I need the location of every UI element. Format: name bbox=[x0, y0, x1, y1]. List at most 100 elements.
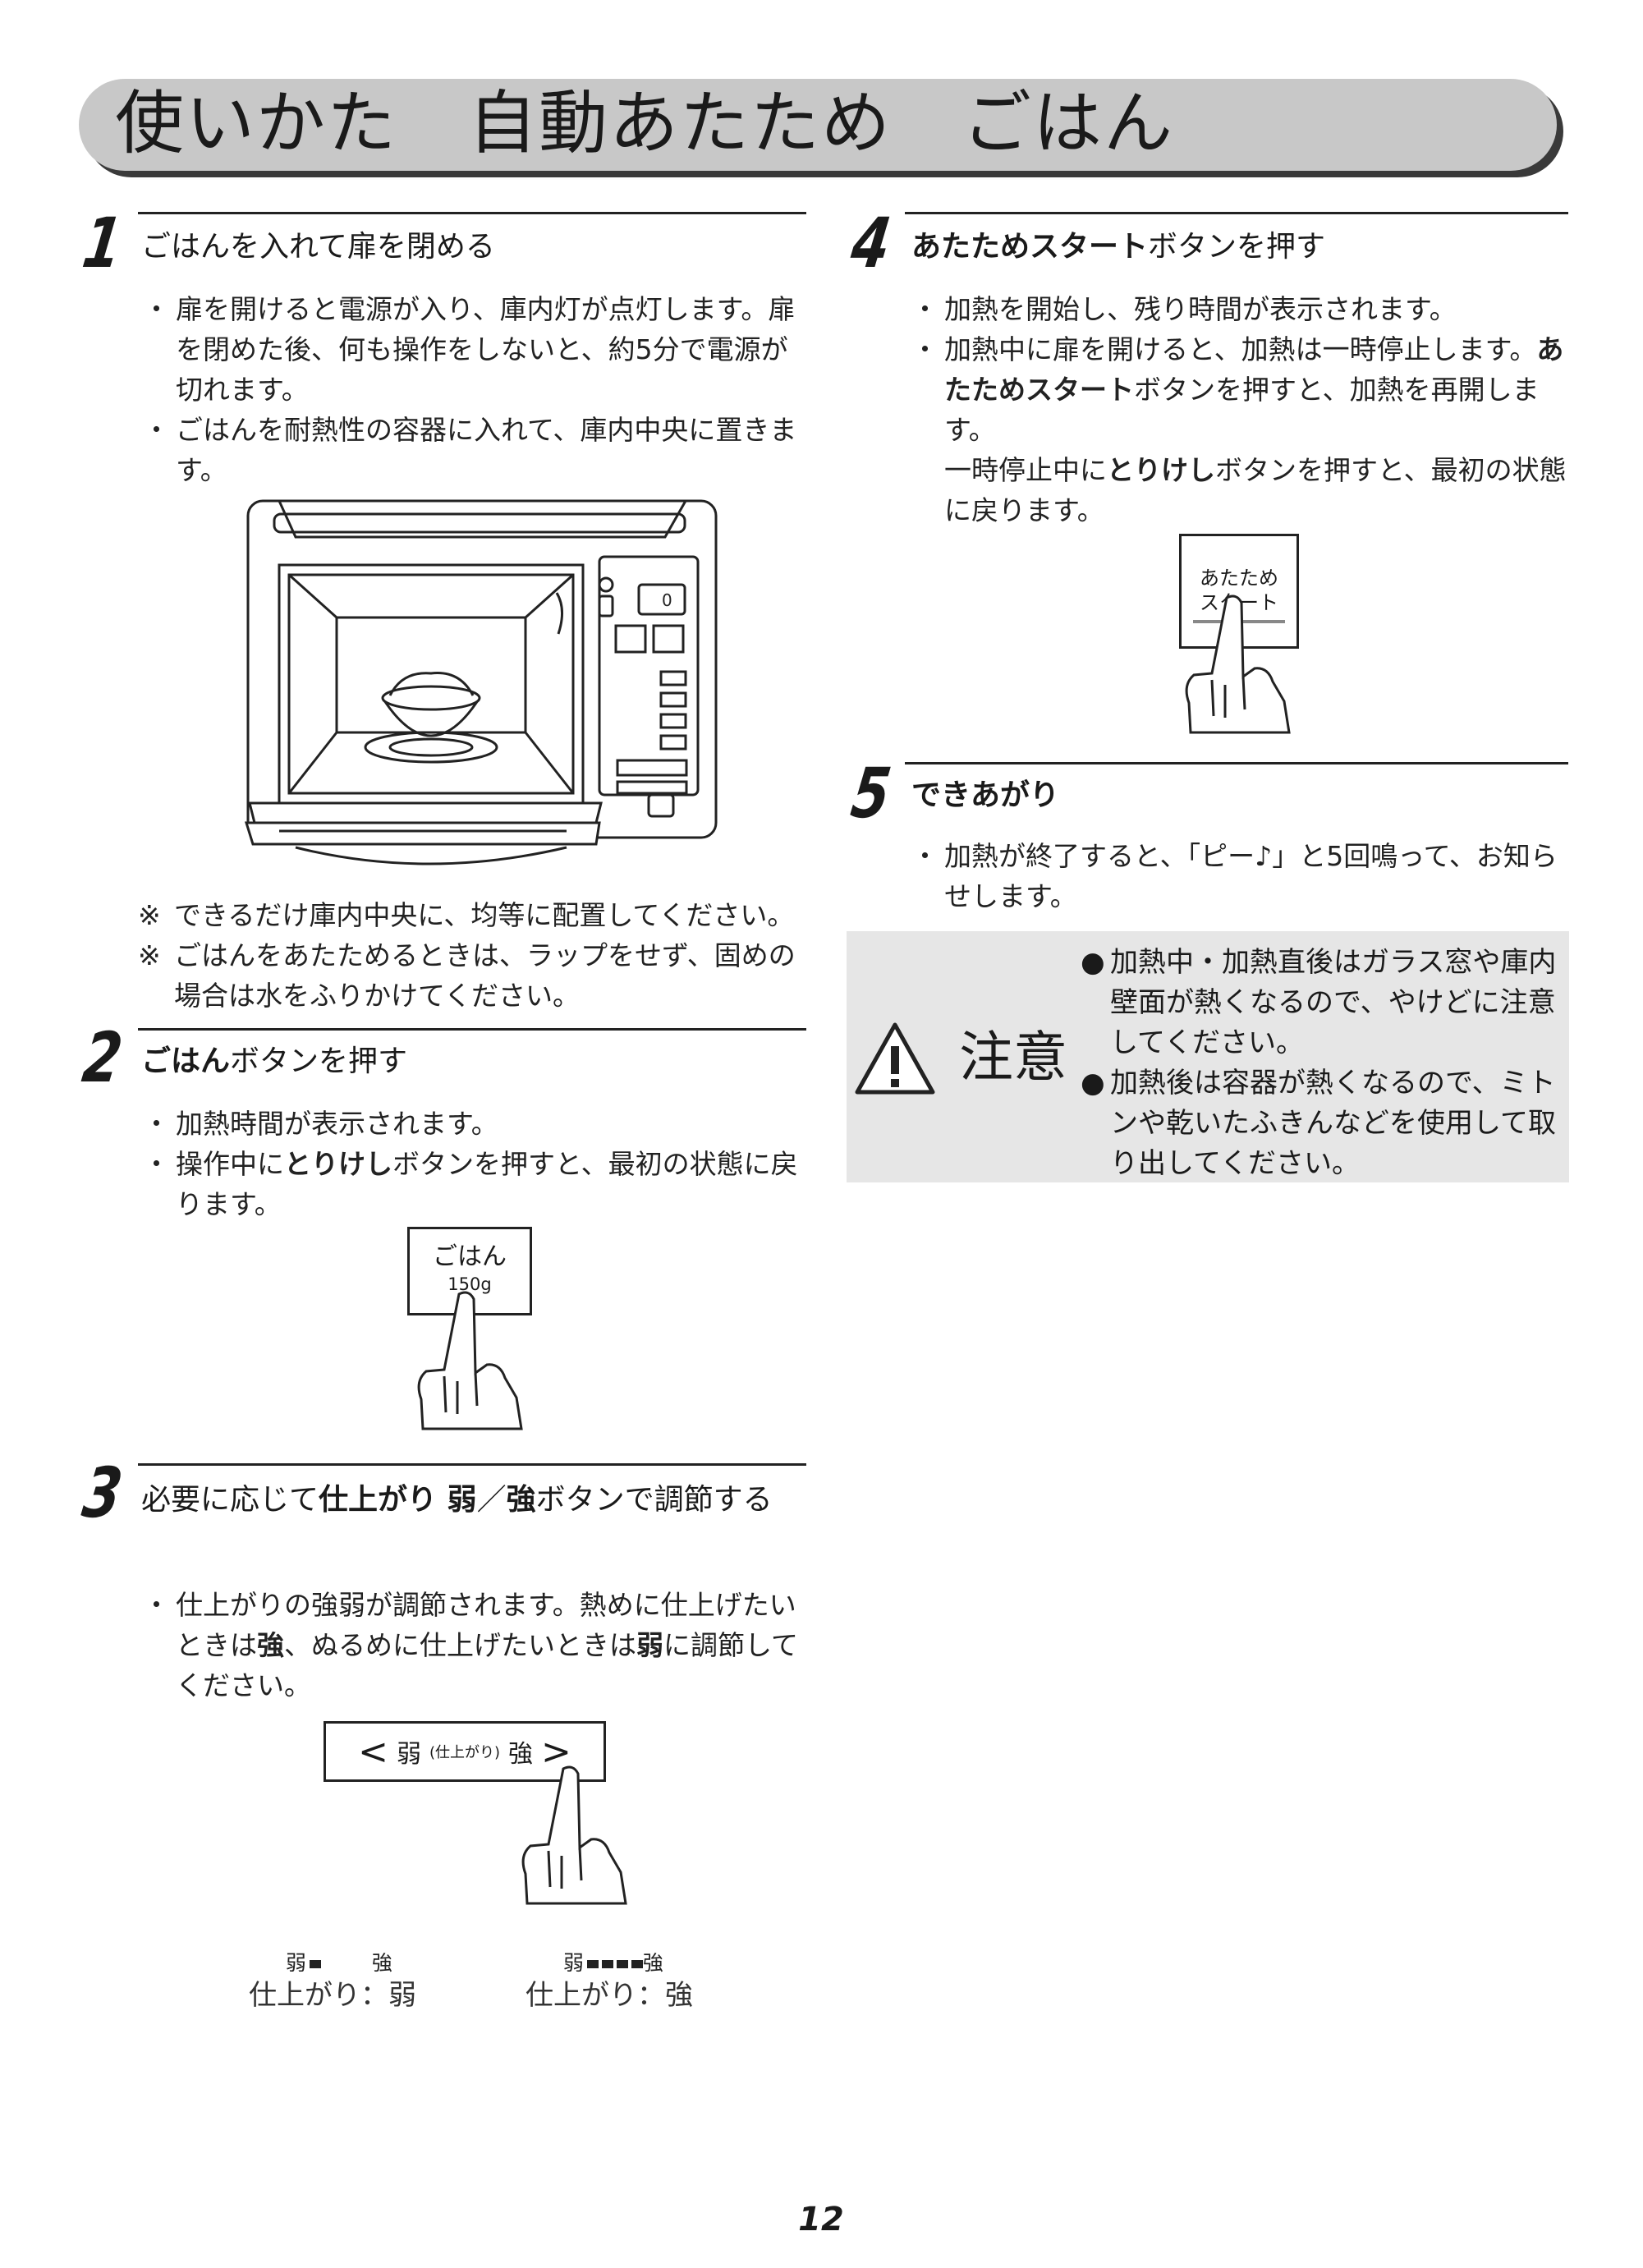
note-item: ●加熱中・加熱直後はガラス窓や庫内壁面が熱くなるので、やけどに注意してください。 bbox=[1081, 943, 1561, 1063]
step-5-rule bbox=[905, 762, 1568, 764]
step-2-rule bbox=[138, 1028, 806, 1031]
bold-text: 仕上がり 弱 bbox=[319, 1483, 477, 1517]
bullet-item: 扉を開けると電源が入り、庫内灯が点灯します。扉を閉めた後、何も操作をしないと、約… bbox=[143, 289, 808, 410]
step-1-number: 1 bbox=[78, 203, 127, 283]
note-item: ※ ごはんをあたためるときは、ラップをせず、固めの場合は水をふりかけてください。 bbox=[138, 935, 811, 1016]
text-run: ボタンを押すと、最初の状態に戻ります。 bbox=[944, 454, 1567, 526]
level-bar bbox=[309, 1960, 321, 1968]
microwave-illustration: 0 bbox=[244, 499, 718, 865]
text-run: に調節してください。 bbox=[176, 1629, 799, 1701]
text-run: 操作中に bbox=[176, 1148, 284, 1180]
finish-adjust-button[interactable]: < 弱 (仕上がり) 強 > bbox=[324, 1721, 606, 1782]
bold-text: とりけし bbox=[1107, 454, 1215, 486]
finish-label: (仕上がり) bbox=[429, 1744, 501, 1761]
step-4-bullet-list: 加熱を開始し、残り時間が表示されます。加熱中に扉を開けると、加熱は一時停止します… bbox=[911, 289, 1572, 450]
step-2-bullets: 加熱時間が表示されます。操作中にとりけしボタンを押すと、最初の状態に戻ります。 bbox=[143, 1104, 808, 1224]
note-mark: ※ bbox=[138, 939, 161, 971]
step-5-number: 5 bbox=[847, 753, 896, 833]
step-1-rule bbox=[138, 212, 806, 214]
step-4-extra: 一時停止中にとりけしボタンを押すと、最初の状態に戻ります。 bbox=[915, 450, 1572, 530]
page-number: 12 bbox=[798, 2201, 844, 2238]
bullet-item: 加熱を開始し、残り時間が表示されます。 bbox=[911, 289, 1572, 329]
bold-text: とりけし bbox=[284, 1148, 392, 1180]
step-4-title: あたためスタートボタンを押す bbox=[911, 225, 1568, 269]
level-strong-caption: 仕上がり：強 bbox=[525, 1979, 693, 2012]
level-strong-strong: 強 bbox=[642, 1951, 663, 1975]
bold-text: 強 bbox=[257, 1629, 284, 1661]
level-weak-indicator: 弱強 bbox=[273, 1923, 412, 1976]
gohan-button-weight: 150g bbox=[447, 1274, 492, 1294]
caution-items: ●加熱中・加熱直後はガラス窓や庫内壁面が熱くなるので、やけどに注意してください。… bbox=[1081, 943, 1561, 1184]
level-bar bbox=[601, 1960, 613, 1968]
bullet-item: 加熱が終了すると、「ピー♪」と5回鳴って、お知らせします。 bbox=[911, 836, 1572, 916]
level-weak-caption: 仕上がり：弱 bbox=[249, 1979, 416, 2012]
finger-pointing-icon-3 bbox=[1185, 595, 1291, 734]
level-weak-weak: 弱 bbox=[285, 1951, 306, 1975]
level-bar bbox=[616, 1960, 628, 1968]
text-run: ボタンを押す bbox=[1148, 230, 1326, 264]
bold-text: できあがり bbox=[911, 778, 1060, 812]
note-item: ※ できるだけ庫内中央に、均等に配置してください。 bbox=[138, 895, 811, 935]
caution-box bbox=[847, 931, 1569, 1182]
step-5-title: できあがり bbox=[911, 774, 1568, 818]
step-3-bullets: 仕上がりの強弱が調節されます。熱めに仕上げたいときは強、ぬるめに仕上げたいときは… bbox=[143, 1585, 808, 1706]
text-run: 加熱を開始し、残り時間が表示されます。 bbox=[944, 293, 1457, 325]
text-run: ボタンを押すと、最初の状態に戻ります。 bbox=[176, 1148, 798, 1220]
page-title: 使いかた 自動あたため ごはん bbox=[115, 83, 1175, 163]
text-run: ごはんを入れて扉を閉める bbox=[141, 230, 495, 264]
level-weak-strong: 強 bbox=[371, 1951, 392, 1975]
note-text: 加熱中・加熱直後はガラス窓や庫内壁面が熱くなるので、やけどに注意してください。 bbox=[1110, 946, 1557, 1059]
caution-label: 注意 bbox=[959, 1026, 1067, 1089]
bold-text: ごはん bbox=[141, 1044, 231, 1078]
text-run: 、ぬるめに仕上げたいときは bbox=[284, 1629, 636, 1661]
finger-pointing-icon-2 bbox=[521, 1765, 627, 1905]
text-run: ／ bbox=[476, 1483, 507, 1517]
step-3-title: 必要に応じて仕上がり 弱／強ボタンで調節する bbox=[141, 1478, 806, 1522]
text-run: 一時停止中に bbox=[944, 454, 1107, 486]
step-3-rule bbox=[138, 1463, 806, 1466]
warning-icon bbox=[855, 1022, 935, 1095]
level-bars bbox=[306, 1951, 321, 1975]
note-mark: ● bbox=[1081, 1067, 1105, 1100]
step-1-notes: ※ できるだけ庫内中央に、均等に配置してください。 ※ ごはんをあたためるときは、ラッ… bbox=[138, 895, 811, 1016]
step-1-bullets: 扉を開けると電源が入り、庫内灯が点灯します。扉を閉めた後、何も操作をしないと、約… bbox=[143, 289, 808, 490]
text-run: 加熱中に扉を開けると、加熱は一時停止します。 bbox=[944, 333, 1537, 365]
bold-text: 強 bbox=[506, 1483, 536, 1517]
chevron-left-icon: < bbox=[358, 1730, 388, 1773]
step-2-title: ごはんボタンを押す bbox=[141, 1040, 806, 1084]
note-mark: ※ bbox=[138, 899, 161, 931]
step-4-rule bbox=[905, 212, 1568, 214]
bold-text: あたためスタート bbox=[911, 230, 1149, 264]
note-text: できるだけ庫内中央に、均等に配置してください。 bbox=[174, 899, 795, 931]
step-1-title: ごはんを入れて扉を閉める bbox=[141, 225, 806, 269]
strong-label: 強 bbox=[508, 1740, 534, 1769]
note-mark: ● bbox=[1081, 946, 1105, 979]
level-bar bbox=[586, 1960, 599, 1968]
bullet-item: 加熱時間が表示されます。 bbox=[143, 1104, 808, 1144]
text-run: 加熱時間が表示されます。 bbox=[176, 1108, 498, 1140]
level-strong-weak: 弱 bbox=[562, 1951, 584, 1975]
level-bars bbox=[584, 1951, 643, 1975]
chevron-right-icon: > bbox=[541, 1730, 571, 1773]
bold-text: 弱 bbox=[636, 1629, 663, 1661]
bullet-item: 操作中にとりけしボタンを押すと、最初の状態に戻ります。 bbox=[143, 1144, 808, 1224]
note-item: ●加熱後は容器が熱くなるので、ミトンや乾いたふきんなどを使用して取り出してくださ… bbox=[1081, 1063, 1561, 1184]
step-3-number: 3 bbox=[78, 1453, 127, 1533]
bullet-item: 仕上がりの強弱が調節されます。熱めに仕上げたいときは強、ぬるめに仕上げたいときは… bbox=[143, 1585, 808, 1706]
note-text: ごはんをあたためるときは、ラップをせず、固めの場合は水をふりかけてください。 bbox=[174, 939, 796, 1012]
note-text: 加熱後は容器が熱くなるので、ミトンや乾いたふきんなどを使用して取り出してください… bbox=[1110, 1067, 1556, 1180]
bullet-item: ごはんを耐熱性の容器に入れて、庫内中央に置きます。 bbox=[143, 410, 808, 490]
finger-pointing-icon bbox=[417, 1291, 523, 1430]
weak-label: 弱 bbox=[396, 1740, 421, 1769]
oven-display-text: 0 bbox=[662, 590, 672, 610]
text-run: 必要に応じて bbox=[141, 1483, 319, 1517]
text-run: ボタンを押すと、加熱を再開します。 bbox=[944, 374, 1540, 446]
gohan-button-label: ごはん bbox=[433, 1242, 507, 1271]
bullet-item: 加熱中に扉を開けると、加熱は一時停止します。あたためスタートボタンを押すと、加熱… bbox=[911, 329, 1572, 450]
start-button-line1: あたため bbox=[1200, 567, 1278, 590]
bold-text: あたためスタート bbox=[944, 333, 1564, 406]
text-run: ボタンで調節する bbox=[535, 1483, 773, 1517]
level-bar bbox=[631, 1960, 643, 1968]
text-run: 仕上がりの強弱が調節されます。熱めに仕上げたいときは bbox=[176, 1589, 796, 1661]
level-strong-indicator: 弱強 bbox=[550, 1923, 690, 1976]
